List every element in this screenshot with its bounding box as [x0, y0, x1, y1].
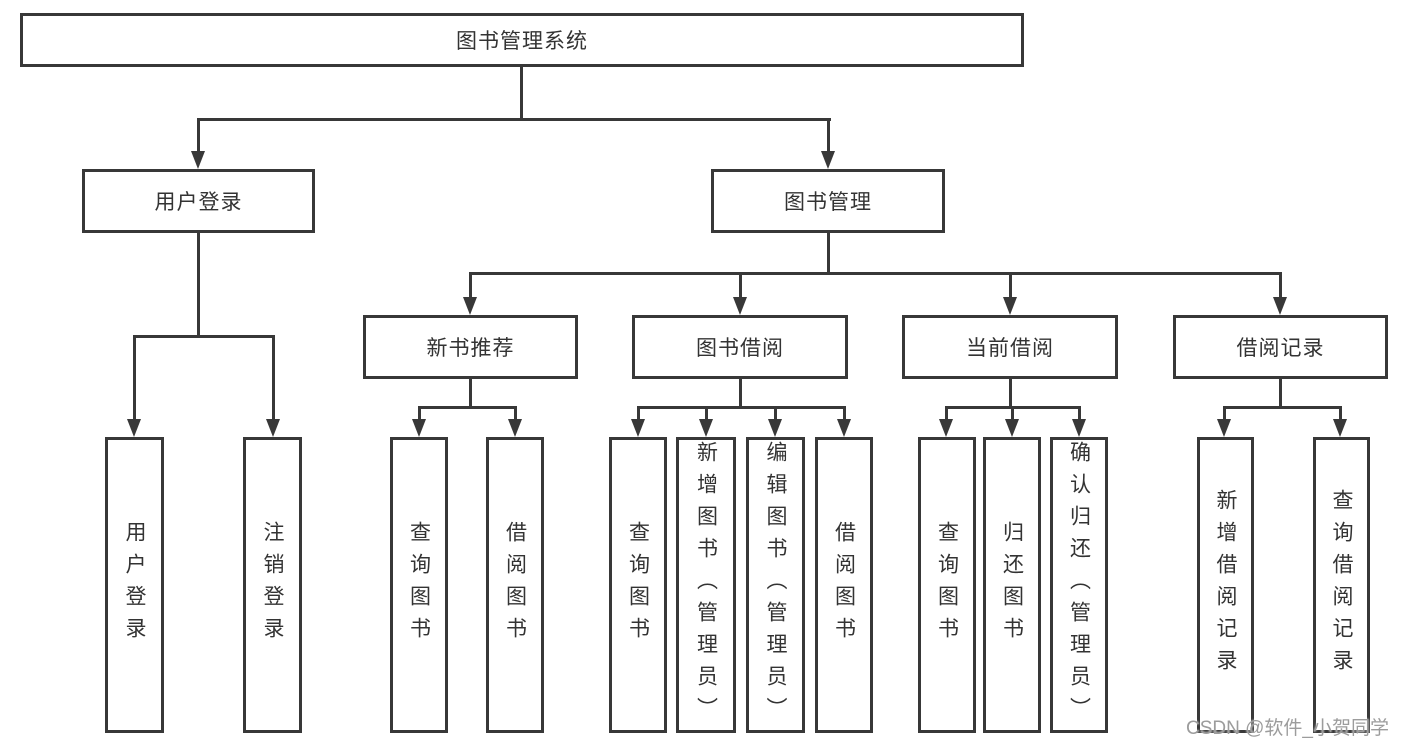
- leaf-query-borrow-record: 查询借阅记录: [1313, 437, 1370, 733]
- arrow-down-icon: [1333, 419, 1347, 437]
- leaf-borrow-books-1: 借阅图书: [486, 437, 544, 733]
- connector-line: [1223, 409, 1226, 419]
- node-borrow-records: 借阅记录: [1173, 315, 1388, 379]
- connector-line: [469, 275, 472, 297]
- arrow-down-icon: [837, 419, 851, 437]
- connector-line: [843, 409, 846, 419]
- connector-line: [1279, 379, 1282, 409]
- connector-line: [133, 335, 275, 338]
- node-user-login-label: 用户登录: [154, 191, 243, 214]
- leaf-add-book-admin: 新增图书（管理员）: [676, 437, 736, 733]
- leaf-confirm-return-admin: 确认归还（管理员）: [1050, 437, 1108, 733]
- leaf-query-books-1: 查询图书: [390, 437, 448, 733]
- node-current-borrow: 当前借阅: [902, 315, 1118, 379]
- connector-line: [197, 121, 200, 151]
- leaf-query-borrow-record-label: 查询借阅记录: [1330, 489, 1353, 681]
- connector-line: [827, 121, 830, 151]
- connector-line: [1011, 409, 1014, 419]
- connector-line: [469, 272, 1282, 275]
- node-book-management: 图书管理: [711, 169, 945, 233]
- leaf-query-books-2: 查询图书: [609, 437, 667, 733]
- arrow-down-icon: [1072, 419, 1086, 437]
- connector-line: [945, 409, 948, 419]
- node-book-borrow: 图书借阅: [632, 315, 848, 379]
- arrow-down-icon: [768, 419, 782, 437]
- connector-line: [469, 379, 472, 409]
- node-new-book-recommend: 新书推荐: [363, 315, 578, 379]
- node-borrow-records-label: 借阅记录: [1236, 337, 1325, 360]
- arrow-down-icon: [191, 151, 205, 169]
- arrow-down-icon: [1003, 297, 1017, 315]
- leaf-logout-login-label: 注销登录: [261, 521, 284, 649]
- connector-line: [739, 275, 742, 297]
- node-root-label: 图书管理系统: [456, 30, 588, 53]
- leaf-user-login: 用户登录: [105, 437, 164, 733]
- connector-line: [520, 67, 523, 121]
- leaf-borrow-books-1-label: 借阅图书: [503, 521, 527, 649]
- leaf-add-book-admin-label: 新增图书（管理员）: [694, 441, 718, 729]
- leaf-query-books-3-label: 查询图书: [935, 521, 959, 649]
- connector-line: [418, 406, 517, 409]
- connector-line: [1078, 409, 1081, 419]
- leaf-edit-book-admin: 编辑图书（管理员）: [746, 437, 805, 733]
- node-book-management-label: 图书管理: [784, 191, 872, 214]
- arrow-down-icon: [699, 419, 713, 437]
- arrow-down-icon: [733, 297, 747, 315]
- connector-line: [1279, 275, 1282, 297]
- arrow-down-icon: [266, 419, 280, 437]
- connector-line: [637, 406, 846, 409]
- leaf-query-books-3: 查询图书: [918, 437, 976, 733]
- connector-line: [133, 338, 136, 419]
- leaf-add-borrow-record-label: 新增借阅记录: [1214, 489, 1237, 681]
- connector-line: [1009, 379, 1012, 409]
- connector-line: [827, 233, 830, 275]
- arrow-down-icon: [1273, 297, 1287, 315]
- connector-line: [637, 409, 640, 419]
- connector-line: [705, 409, 708, 419]
- leaf-user-login-label: 用户登录: [123, 521, 146, 649]
- arrow-down-icon: [463, 297, 477, 315]
- leaf-query-books-1-label: 查询图书: [407, 521, 431, 649]
- leaf-query-books-2-label: 查询图书: [626, 521, 650, 649]
- node-new-book-recommend-label: 新书推荐: [426, 337, 515, 360]
- connector-line: [1223, 406, 1342, 409]
- arrow-down-icon: [127, 419, 141, 437]
- arrow-down-icon: [1005, 419, 1019, 437]
- connector-line: [945, 406, 1081, 409]
- leaf-add-borrow-record: 新增借阅记录: [1197, 437, 1254, 733]
- connector-line: [774, 409, 777, 419]
- node-root: 图书管理系统: [20, 13, 1024, 67]
- connector-line: [739, 379, 742, 409]
- leaf-borrow-books-2: 借阅图书: [815, 437, 873, 733]
- leaf-confirm-return-admin-label: 确认归还（管理员）: [1067, 441, 1091, 729]
- connector-line: [197, 118, 831, 121]
- node-user-login: 用户登录: [82, 169, 315, 233]
- leaf-return-book-label: 归还图书: [1000, 521, 1024, 649]
- arrow-down-icon: [939, 419, 953, 437]
- arrow-down-icon: [631, 419, 645, 437]
- connector-line: [272, 338, 275, 419]
- node-current-borrow-label: 当前借阅: [966, 337, 1054, 360]
- leaf-logout-login: 注销登录: [243, 437, 302, 733]
- arrow-down-icon: [1217, 419, 1231, 437]
- connector-line: [418, 409, 421, 419]
- connector-line: [197, 233, 200, 338]
- leaf-borrow-books-2-label: 借阅图书: [832, 521, 856, 649]
- connector-line: [514, 409, 517, 419]
- leaf-edit-book-admin-label: 编辑图书（管理员）: [764, 441, 787, 729]
- connector-line: [1009, 275, 1012, 297]
- watermark: CSDN @软件_小贺同学: [1186, 718, 1389, 739]
- arrow-down-icon: [412, 419, 426, 437]
- node-book-borrow-label: 图书借阅: [696, 337, 784, 360]
- leaf-return-book: 归还图书: [983, 437, 1041, 733]
- arrow-down-icon: [821, 151, 835, 169]
- connector-line: [1339, 409, 1342, 419]
- arrow-down-icon: [508, 419, 522, 437]
